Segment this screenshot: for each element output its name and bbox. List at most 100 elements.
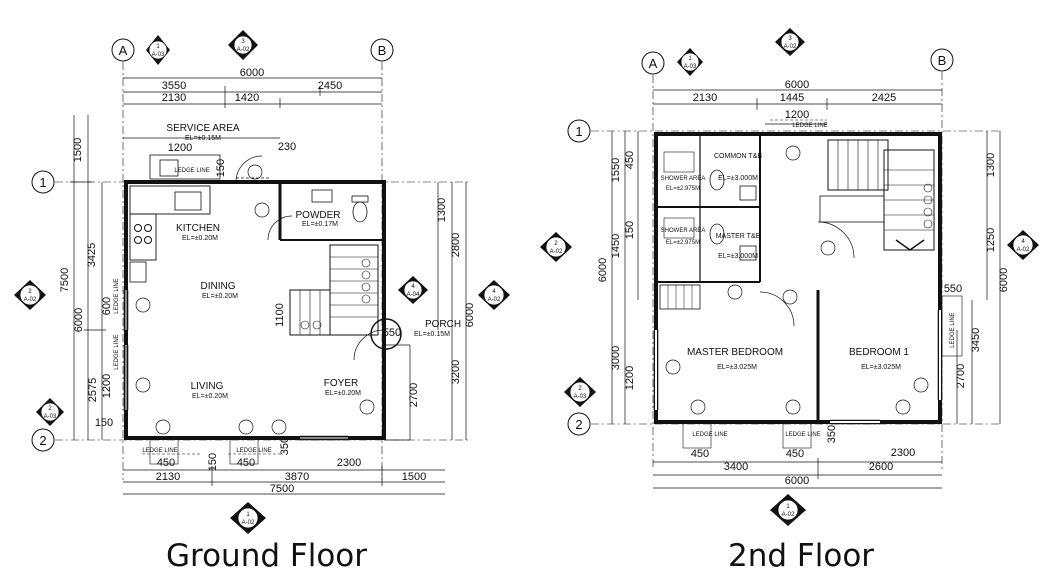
ground-room-dining-el: EL=±0.20M bbox=[202, 293, 238, 300]
ground-dim-left-3425: 3425 bbox=[86, 243, 98, 267]
second-dim-right-3450: 3450 bbox=[970, 328, 982, 352]
second-floor-caption: 2nd Floor bbox=[728, 538, 875, 574]
second-dim-right-6000: 6000 bbox=[998, 268, 1010, 292]
ground-grid-label-a: A bbox=[119, 43, 128, 58]
ground-exterior-wall bbox=[124, 180, 386, 440]
second-dim-bottom-3400: 3400 bbox=[724, 461, 748, 473]
second-room-shower2-el: EL=±2.975M bbox=[666, 240, 700, 246]
ground-section-num-4-right: 4 bbox=[492, 289, 496, 295]
ground-dim-left-2575: 2575 bbox=[87, 378, 99, 402]
ground-dim-top-2130: 2130 bbox=[162, 92, 186, 104]
second-dim-top-2425: 2425 bbox=[872, 92, 896, 104]
ground-dim-right-1300: 1300 bbox=[436, 198, 448, 222]
ground-section-sheet-a02-top: A-02 bbox=[237, 47, 250, 53]
ground-dim-left-150: 150 bbox=[95, 417, 113, 429]
ground-dim-bottom-2300: 2300 bbox=[337, 457, 361, 469]
ground-ledge-line-left-2: LEDGE LINE bbox=[114, 334, 120, 369]
ground-room-porch-el: EL=±0.15M bbox=[414, 331, 450, 338]
ground-dim-left-1500: 1500 bbox=[72, 138, 84, 162]
ground-dim-left-1200: 1200 bbox=[101, 374, 113, 398]
second-dim-bottom-450b: 450 bbox=[786, 448, 804, 460]
ground-room-living: LIVING bbox=[191, 381, 224, 392]
ground-section-sheet-a03-lower: A-03 bbox=[44, 414, 57, 420]
ground-grid-label-1: 1 bbox=[39, 175, 46, 190]
second-section-sheet-a02-right: A-02 bbox=[1017, 247, 1030, 253]
second-section-num-1-bottom: 1 bbox=[786, 504, 790, 510]
ground-grid-label-2: 2 bbox=[39, 433, 46, 448]
second-dim-bottom-2600: 2600 bbox=[869, 461, 893, 473]
grid-bubble-a-2f bbox=[641, 51, 665, 75]
second-dim-right-550: 550 bbox=[944, 283, 962, 295]
second-dim-top-1445: 1445 bbox=[780, 92, 804, 104]
second-dim-top-2130: 2130 bbox=[693, 92, 717, 104]
ground-dim-right-2700: 2700 bbox=[408, 383, 420, 407]
ground-floor-plan bbox=[14, 30, 510, 534]
ground-staircase bbox=[329, 244, 379, 336]
ground-section-sheet-a02-left: A-02 bbox=[24, 297, 37, 303]
ground-room-kitchen-el: EL=±0.20M bbox=[182, 235, 218, 242]
second-room-common-tb: COMMON T&B bbox=[714, 153, 762, 160]
ground-room-foyer: FOYER bbox=[324, 378, 358, 389]
ground-room-service-area: SERVICE AREA bbox=[166, 123, 240, 134]
second-dim-right-2700: 2700 bbox=[955, 364, 967, 388]
ground-floor-caption: Ground Floor bbox=[166, 538, 368, 574]
second-ledge-line-top: LEDGE LINE bbox=[792, 123, 827, 129]
ground-ledge-line-service: LEDGE LINE bbox=[174, 168, 209, 174]
ground-dim-bottom-3870: 3870 bbox=[285, 471, 309, 483]
ground-room-foyer-el: EL=±0.20M bbox=[325, 390, 361, 397]
second-ledge-line-bottom-2: LEDGE LINE bbox=[785, 432, 820, 438]
ground-section-num-3: 3 bbox=[241, 39, 245, 45]
ground-dim-top-230: 230 bbox=[278, 141, 296, 153]
ground-room-porch: PORCH bbox=[425, 319, 461, 330]
second-dim-left-1200: 1200 bbox=[624, 366, 636, 390]
ground-dim-right-550: 550 bbox=[383, 327, 401, 339]
grid-bubble-b-2f bbox=[930, 48, 954, 72]
grid-bubble-a bbox=[111, 38, 135, 62]
second-dim-left-1550: 1550 bbox=[610, 158, 622, 182]
ground-section-sheet-a02-bottom: A-02 bbox=[242, 520, 255, 526]
second-dim-top-6000: 6000 bbox=[785, 79, 809, 91]
ground-dim-top-3550: 3550 bbox=[162, 80, 186, 92]
ground-room-dining: DINING bbox=[201, 281, 236, 292]
second-room-shower1: SHOWER AREA bbox=[661, 176, 706, 182]
second-section-num-4-right: 4 bbox=[1021, 239, 1025, 245]
ground-ledge-line-left-1: LEDGE LINE bbox=[114, 278, 120, 313]
second-dim-left-1450: 1450 bbox=[610, 234, 622, 258]
second-room-master-bedroom-el: EL=±3.025M bbox=[717, 364, 757, 371]
second-dim-bottom-2300: 2300 bbox=[891, 447, 915, 459]
ground-room-kitchen: KITCHEN bbox=[176, 223, 220, 234]
ground-room-service-el: EL=±0.15M bbox=[185, 135, 221, 142]
grid-bubble-2-2f bbox=[567, 412, 591, 436]
ground-dim-top-1200: 1200 bbox=[168, 142, 192, 154]
second-room-bedroom1-el: EL=±3.025M bbox=[861, 364, 901, 371]
ground-room-living-el: EL=±0.20M bbox=[192, 393, 228, 400]
second-room-master-bedroom: MASTER BEDROOM bbox=[687, 347, 783, 358]
second-room-shower2: SHOWER AREA bbox=[661, 228, 706, 234]
second-room-master-tb: MASTER T&B bbox=[716, 233, 761, 240]
second-section-sheet-a02-left: A-02 bbox=[550, 249, 563, 255]
ground-section-num-4-porch: 4 bbox=[411, 284, 415, 290]
grid-bubble-b bbox=[370, 38, 394, 62]
ground-section-sheet-a02-right: A-02 bbox=[488, 297, 501, 303]
second-dim-left-450: 450 bbox=[624, 151, 636, 169]
ground-section-sheet-a04: A-04 bbox=[407, 292, 420, 298]
ground-ledge-line-bottom-2: LEDGE LINE bbox=[236, 448, 271, 454]
ground-dim-top-150: 150 bbox=[215, 159, 227, 177]
second-room-common-el: EL=±3.000M bbox=[718, 175, 758, 182]
ground-section-num-2-left: 2 bbox=[28, 289, 32, 295]
grid-bubble-1 bbox=[31, 170, 55, 194]
ground-dim-bottom-2130: 2130 bbox=[156, 471, 180, 483]
grid-bubble-2 bbox=[31, 428, 55, 452]
ground-dim-right-3200: 3200 bbox=[450, 360, 462, 384]
ground-dim-right-6000: 6000 bbox=[464, 303, 476, 327]
ground-dim-bottom-450b: 450 bbox=[237, 457, 255, 469]
second-dim-left-6000: 6000 bbox=[597, 258, 609, 282]
ground-dim-top-6000: 6000 bbox=[240, 67, 264, 79]
ground-dim-bottom-350: 350 bbox=[279, 437, 291, 455]
second-dim-top-1200: 1200 bbox=[785, 109, 809, 121]
second-section-num-3: 3 bbox=[788, 36, 792, 42]
second-room-bedroom1: BEDROOM 1 bbox=[849, 347, 909, 358]
ground-room-powder-el: EL=±0.17M bbox=[302, 221, 338, 228]
ground-dim-left-7500: 7500 bbox=[59, 268, 71, 292]
